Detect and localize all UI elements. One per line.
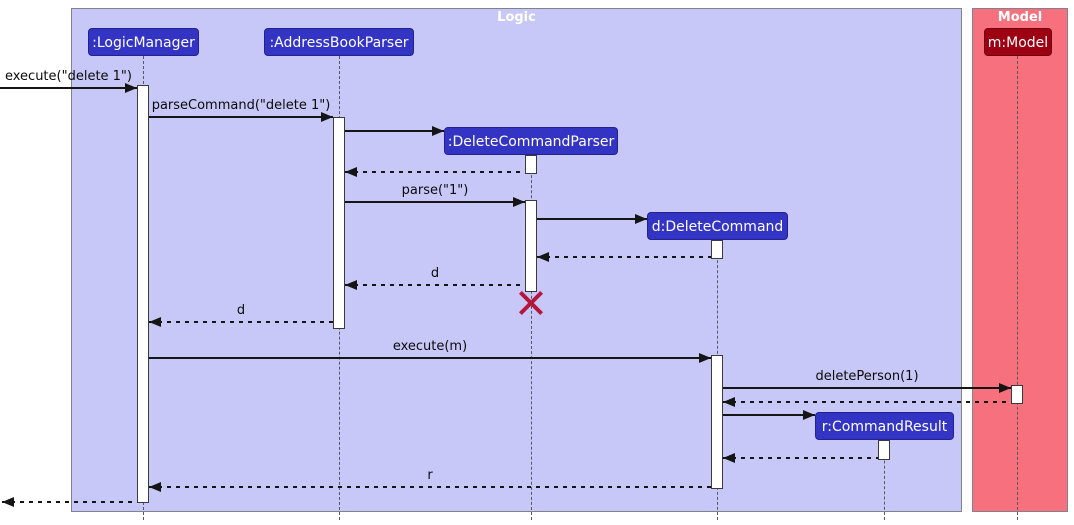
return-d-to-parser-label: d — [430, 266, 440, 281]
message-parse-line — [345, 201, 525, 203]
message-execute-line — [0, 87, 137, 89]
message-executem-arrowhead — [699, 353, 711, 363]
lifeline-model — [1017, 56, 1018, 520]
return-d-to-logicmanager-label: d — [236, 303, 246, 318]
message-execute-arrowhead — [125, 83, 137, 93]
destroy-x-icon — [518, 290, 544, 316]
message-parsecommand-arrowhead — [321, 112, 333, 122]
message-create-deletecommandparser-line — [345, 130, 444, 132]
message-deleteperson-line — [723, 387, 1011, 389]
message-create-commandresult-arrowhead — [803, 410, 815, 420]
message-execute-label: execute("delete 1") — [4, 69, 132, 84]
activation-addressbookparser — [333, 117, 345, 329]
return-d-to-logicmanager-arrowhead — [149, 317, 161, 327]
return-commandresult-arrowhead — [723, 453, 735, 463]
participant-model: m:Model — [984, 28, 1052, 56]
message-parse-label: parse("1") — [401, 183, 469, 198]
message-parsecommand-label: parseCommand("delete 1") — [151, 98, 331, 113]
activation-deletecommand-2 — [711, 355, 723, 489]
return-out-line — [2, 501, 137, 503]
return-out-arrowhead — [2, 497, 14, 507]
message-create-commandresult-line — [723, 414, 815, 416]
participant-commandresult: r:CommandResult — [815, 412, 954, 440]
activation-deletecommandparser-1 — [525, 155, 537, 174]
message-executem-line — [149, 357, 711, 359]
return-r-line — [149, 486, 711, 488]
participant-deletecommandparser: :DeleteCommandParser — [444, 127, 618, 155]
return-r-arrowhead — [149, 482, 161, 492]
return-deletecommandparser-arrowhead — [345, 167, 357, 177]
return-model-arrowhead — [723, 397, 735, 407]
lifeline-deletecommandparser — [531, 155, 532, 520]
activation-model — [1011, 385, 1023, 404]
message-executem-label: execute(m) — [392, 339, 468, 354]
return-model-line — [723, 401, 1011, 403]
activation-commandresult — [878, 440, 890, 460]
return-commandresult-line — [723, 457, 878, 459]
return-d-to-parser-line — [345, 284, 525, 286]
message-parsecommand-line — [149, 116, 333, 118]
model-frame-title: Model — [997, 10, 1043, 25]
message-deleteperson-arrowhead — [999, 383, 1011, 393]
message-create-deletecommand-arrowhead — [635, 214, 647, 224]
participant-logicmanager: :LogicManager — [88, 28, 199, 56]
message-create-deletecommand-line — [537, 218, 647, 220]
lifeline-commandresult — [884, 440, 885, 520]
logic-frame-title: Logic — [497, 10, 536, 25]
return-deletecommand-arrowhead — [537, 252, 549, 262]
return-r-label: r — [427, 468, 433, 483]
model-frame — [972, 8, 1068, 512]
message-create-deletecommandparser-arrowhead — [432, 126, 444, 136]
return-d-to-logicmanager-line — [149, 321, 333, 323]
return-d-to-parser-arrowhead — [345, 280, 357, 290]
return-deletecommandparser-line — [345, 171, 525, 173]
logic-frame — [71, 8, 962, 512]
participant-addressbookparser: :AddressBookParser — [264, 28, 414, 56]
activation-logicmanager — [137, 85, 149, 503]
return-deletecommand-line — [537, 256, 711, 258]
message-parse-arrowhead — [513, 197, 525, 207]
activation-deletecommandparser-2 — [525, 200, 537, 292]
activation-deletecommand-1 — [711, 240, 723, 259]
participant-deletecommand: d:DeleteCommand — [647, 212, 788, 240]
message-deleteperson-label: deletePerson(1) — [815, 369, 919, 384]
